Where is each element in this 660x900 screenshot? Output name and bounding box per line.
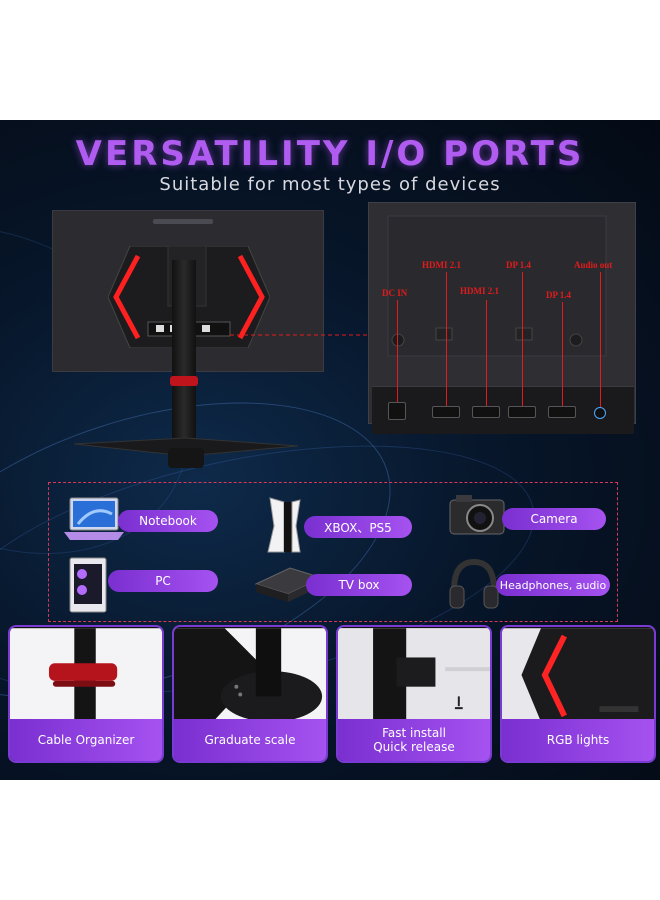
device-label-pc: PC (108, 570, 218, 592)
feature-card-quick-release: Fast install Quick release (336, 625, 492, 763)
dp-port-1 (508, 406, 536, 418)
zoom-pointer-line (230, 334, 378, 336)
device-label-tv-box: TV box (306, 574, 412, 596)
hdmi1-pointer (446, 272, 447, 406)
brand-logo-mark (153, 219, 213, 224)
dp2-pointer (562, 302, 563, 406)
stand-pole (172, 260, 196, 460)
feature-label-cable-organizer: Cable Organizer (10, 719, 162, 761)
mount-plate (387, 215, 607, 357)
cable-organizer-ring (170, 376, 198, 386)
stand-base (74, 437, 298, 468)
product-banner: VERSATILITY I/O PORTS Suitable for most … (0, 120, 660, 780)
camera-icon (449, 495, 505, 535)
audio-out-port (594, 407, 606, 419)
port-label-dc-in: DC IN (382, 288, 408, 298)
dc-in-pointer (397, 300, 398, 402)
port-label-hdmi-2: HDMI 2.1 (460, 286, 499, 296)
feature-label-quick-release: Fast install Quick release (338, 719, 490, 761)
quick-release-image (338, 628, 490, 722)
hdmi2-pointer (486, 300, 487, 406)
laptop-icon (64, 497, 124, 540)
port-label-hdmi-1: HDMI 2.1 (422, 260, 461, 270)
page-title: VERSATILITY I/O PORTS (75, 134, 585, 174)
headphones-icon (449, 558, 499, 609)
hdmi-port-2 (472, 406, 500, 418)
compatible-devices-frame (48, 482, 618, 622)
page-subtitle: Suitable for most types of devices (159, 174, 501, 195)
pc-tower-icon (69, 557, 107, 613)
feature-label-rgb-lights: RGB lights (502, 719, 654, 761)
brand-logo (153, 217, 223, 230)
audio-pointer (600, 272, 601, 407)
rgb-lights-image (502, 628, 654, 722)
port-label-dp-2: DP 1.4 (546, 290, 572, 300)
port-strip (372, 386, 634, 434)
graduate-scale-image (174, 628, 326, 722)
game-console-icon (267, 497, 301, 553)
feature-card-cable-organizer: Cable Organizer (8, 625, 164, 763)
cable-organizer-image (10, 628, 162, 722)
port-label-audio-out: Audio out (574, 260, 613, 270)
device-label-notebook: Notebook (118, 510, 218, 532)
feature-card-graduate-scale: Graduate scale (172, 625, 328, 763)
hdmi-port-1 (432, 406, 460, 418)
dp1-pointer (522, 272, 523, 406)
dc-in-port (388, 402, 406, 420)
dp-port-2 (548, 406, 576, 418)
port-label-dp-1: DP 1.4 (506, 260, 532, 270)
feature-card-rgb-lights: RGB lights (500, 625, 656, 763)
feature-label-graduate-scale: Graduate scale (174, 719, 326, 761)
device-label-headphones: Headphones, audio (496, 574, 610, 596)
device-label-console: XBOX、PS5 (304, 516, 412, 538)
device-label-camera: Camera (502, 508, 606, 530)
